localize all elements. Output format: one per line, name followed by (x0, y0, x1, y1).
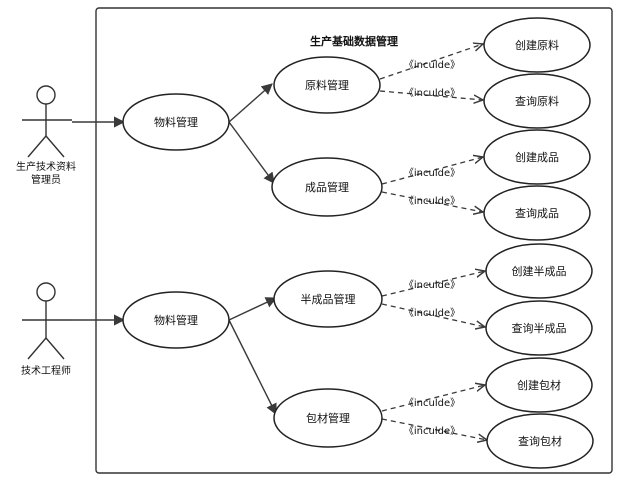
usecase-semi-label: 半成品管理 (301, 292, 356, 306)
usecase-create-raw-label: 创建原料 (515, 38, 559, 52)
usecase-raw[interactable] (273, 56, 381, 114)
usecase-query-pack-label: 查询包材 (518, 434, 562, 448)
usecase-material-2[interactable] (122, 291, 230, 349)
include-raw-create (379, 44, 483, 80)
include-label: 《inculde》 (404, 307, 460, 319)
include-label: 《inculde》 (404, 279, 460, 291)
include-label: 《inculde》 (404, 397, 460, 409)
usecase-create-raw[interactable] (483, 17, 591, 73)
usecase-create-semi-label: 创建半成品 (512, 264, 567, 278)
usecase-query-semi-label: 查询半成品 (512, 321, 567, 335)
usecase-create-pack[interactable] (485, 357, 593, 413)
edge-material-semi (228, 297, 278, 321)
include-label: 《inculde》 (404, 167, 460, 179)
usecase-finished[interactable] (271, 157, 383, 217)
actor-engineer-label: 技术工程师 (21, 364, 71, 377)
usecase-material-1[interactable] (122, 93, 230, 151)
usecase-pack[interactable] (273, 388, 383, 448)
edge-material-finished (228, 121, 275, 184)
usecase-material-1-label: 物料管理 (154, 115, 198, 129)
include-label: 《inculde》 (404, 425, 460, 437)
usecase-semi[interactable] (273, 270, 383, 328)
usecase-create-finished[interactable] (483, 129, 591, 185)
usecase-query-pack[interactable] (486, 413, 594, 469)
include-label: 《inculde》 (404, 87, 460, 99)
usecase-query-raw[interactable] (483, 73, 591, 129)
usecase-create-semi[interactable] (485, 243, 593, 299)
usecase-query-raw-label: 查询原料 (515, 94, 559, 108)
include-label: 《inculde》 (404, 59, 460, 71)
usecase-pack-label: 包材管理 (306, 411, 350, 425)
usecase-finished-label: 成品管理 (305, 180, 349, 194)
actor-production-icon (22, 85, 72, 158)
usecase-create-finished-label: 创建成品 (515, 150, 559, 164)
actor-engineer-icon (22, 282, 72, 360)
usecase-query-finished-label: 查询成品 (515, 206, 559, 220)
edge-material-raw (228, 83, 273, 123)
usecase-create-pack-label: 创建包材 (517, 378, 561, 392)
actor-production-label-1: 生产技术资料 (16, 160, 76, 173)
include-finished-query (381, 191, 483, 212)
diagram-title: 生产基础数据管理 (310, 34, 398, 48)
usecase-query-finished[interactable] (483, 185, 591, 241)
edge-material-pack (228, 319, 277, 416)
usecase-material-2-label: 物料管理 (154, 313, 198, 327)
usecase-raw-label: 原料管理 (305, 78, 349, 92)
include-label: 《inculde》 (404, 195, 460, 207)
actor-production-label-2: 管理员 (31, 173, 61, 186)
usecase-query-semi[interactable] (485, 300, 593, 356)
